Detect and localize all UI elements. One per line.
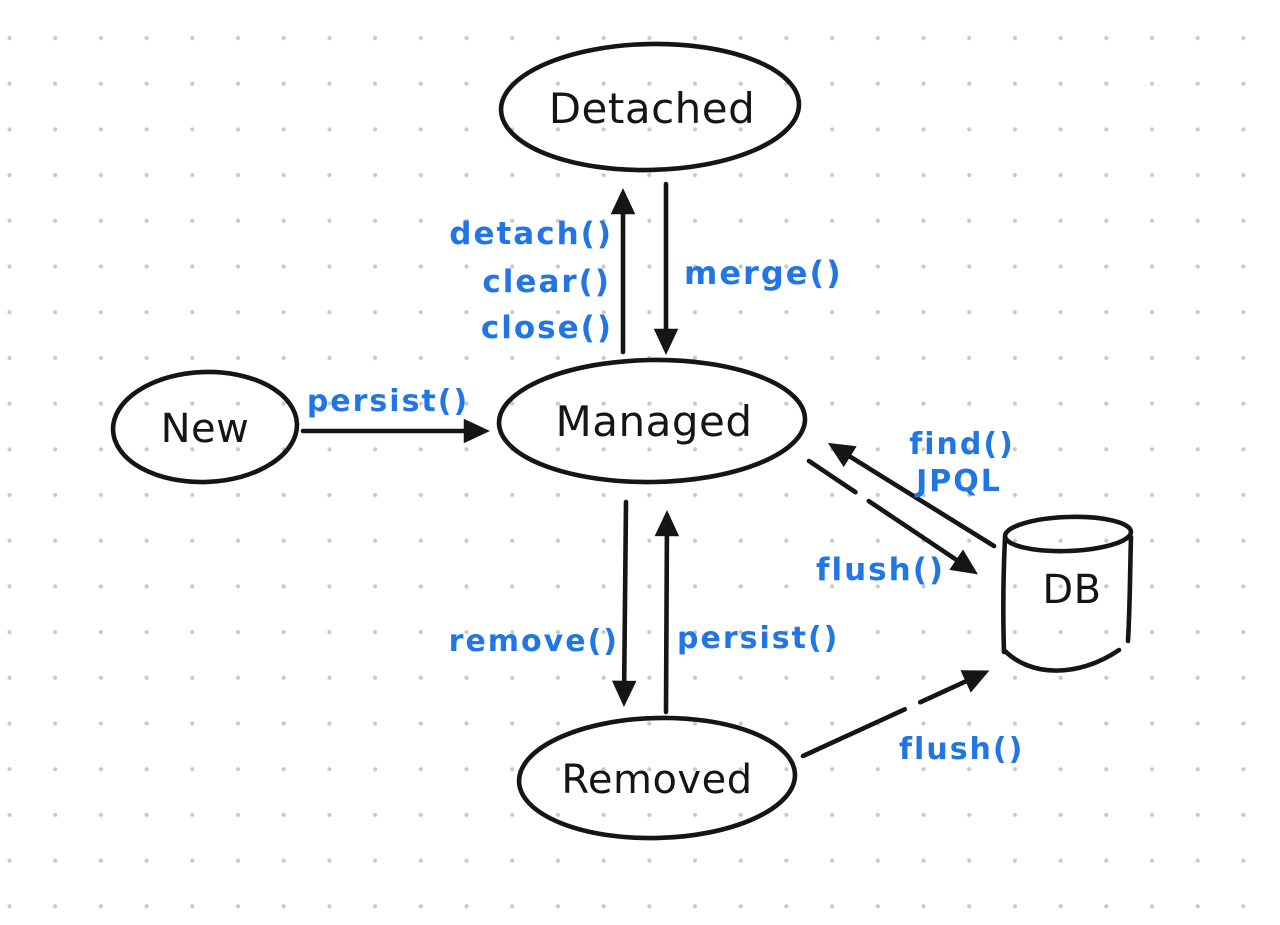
- node-db-shape: [1001, 514, 1134, 673]
- edges-layer: [300, 181, 997, 759]
- arrow-removed-to-managed: [654, 510, 680, 715]
- label-detach: detach(): [449, 216, 613, 252]
- label-flush-mid: flush(): [816, 552, 945, 588]
- node-db-label: DB: [1042, 567, 1101, 613]
- arrow-managed-to-removed: [611, 499, 637, 707]
- nodes-layer: Detached New Managed Removed DB: [110, 41, 1134, 841]
- db-cylinder-right-wall: [1125, 534, 1134, 644]
- label-find: find(): [909, 427, 1015, 462]
- arrow-db-to-managed: [827, 442, 997, 549]
- db-cylinder-bottom: [1001, 647, 1122, 673]
- label-flush-bottom: flush(): [899, 732, 1024, 767]
- arrow-managed-to-db: [806, 458, 978, 575]
- label-merge: merge(): [684, 254, 843, 292]
- label-clear: clear(): [482, 264, 611, 300]
- arrow-removed-to-db: [800, 670, 990, 759]
- node-managed-label: Managed: [556, 397, 753, 446]
- node-removed-shape: [516, 715, 798, 841]
- label-jpql: JPQL: [914, 464, 1002, 499]
- node-managed-shape: [496, 357, 808, 485]
- label-close: close(): [481, 310, 613, 346]
- node-new-shape: [110, 369, 300, 485]
- label-persist-bottom: persist(): [677, 621, 839, 656]
- label-persist-top: persist(): [307, 384, 469, 419]
- node-detached-label: Detached: [549, 84, 756, 133]
- label-remove: remove(): [449, 624, 619, 659]
- node-detached-shape: [498, 41, 802, 173]
- db-cylinder-left-wall: [1001, 535, 1008, 655]
- node-new-label: New: [161, 406, 250, 452]
- edge-labels-layer: persist() detach() clear() close() merge…: [307, 216, 1024, 767]
- node-removed-label: Removed: [561, 757, 752, 803]
